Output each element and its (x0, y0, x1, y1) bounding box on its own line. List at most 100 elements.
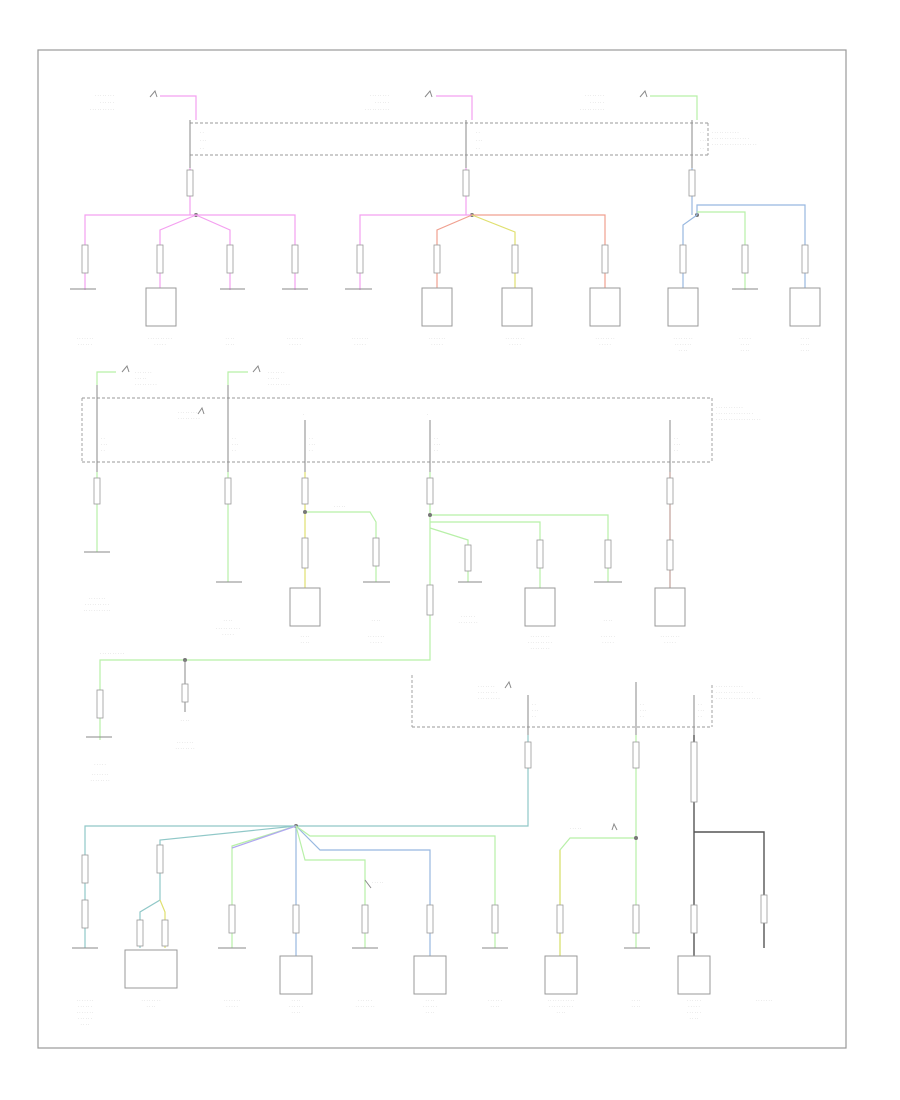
svg-text:· · · · · · · · · · · · · · ·: · · · · · · · · · · · · · · · · · · (716, 417, 761, 422)
svg-text:· · · ·: · · · · (801, 348, 810, 353)
svg-text:· · · · · · · ·: · · · · · · · · (478, 690, 497, 695)
svg-text:· · ·: · · · (532, 708, 538, 713)
svg-text:· · · · ·: · · · · · (268, 376, 279, 381)
feed-green-a: · · · · · · · · · · · · · · · · · · · · … (84, 364, 157, 613)
svg-text:· · · · · · · · · ·: · · · · · · · · · · (549, 1004, 573, 1009)
svg-text:· · ·: · · · (200, 138, 206, 143)
svg-text:· · · · · · · ·: · · · · · · · · (370, 93, 389, 98)
svg-text:· · · · ·: · · · · · (372, 880, 383, 885)
wire-pink (160, 95, 197, 120)
svg-text:· · · ·: · · · · (81, 1022, 90, 1027)
svg-text:· · · · · · · ·: · · · · · · · · (355, 1004, 374, 1009)
svg-text:· · · · ·: · · · · · (135, 376, 146, 381)
svg-text:· · ·: · · · (674, 442, 680, 447)
svg-text:· ·: · · (700, 130, 704, 135)
svg-text:· ·: · · (434, 436, 438, 441)
svg-text:· · · ·: · · · · (147, 1004, 156, 1009)
feed-green-right: · · · · · · · · · · · · · · · · · · · · … (580, 89, 821, 327)
svg-text:· ·: · · (532, 714, 536, 719)
svg-text:· · · · ·: · · · · · (289, 342, 300, 347)
svg-text:· · · · · · ·: · · · · · · · (368, 634, 385, 639)
svg-text:· · · ·: · · · · (226, 336, 235, 341)
svg-text:· ·: · · (200, 146, 204, 151)
svg-text:· · · · · · · · · ·: · · · · · · · · · · (148, 336, 172, 341)
svg-text:· · · · · · · ·: · · · · · · · · (505, 336, 524, 341)
svg-text:· · · · · · · · · · ·: · · · · · · · · · · · (84, 608, 111, 613)
svg-text:· · · · · · · · · ·: · · · · · · · · · · (100, 651, 124, 656)
svg-text:· · · ·: · · · · (801, 336, 810, 341)
svg-text:· · · · · · · ·: · · · · · · · · (458, 620, 477, 625)
svg-text:· · · · ·: · · · · · (739, 336, 750, 341)
svg-text:· · · · ·: · · · · · (226, 1004, 237, 1009)
svg-text:· · · · · · · ·: · · · · · · · · (175, 746, 194, 751)
svg-text:· · · · · ·: · · · · · · (78, 1016, 92, 1021)
svg-text:· · · · · · · ·: · · · · · · · · (673, 336, 692, 341)
diagram-frame (37, 49, 847, 1049)
svg-text:· · · · · ·: · · · · · · (78, 1004, 92, 1009)
svg-text:· · · · ·: · · · · · (431, 342, 442, 347)
feed-green-b: · · · · · · · · · · · · · · · · · · · · … (216, 364, 290, 637)
feed-pink-middle: · · · · · · · · · · · · · · · · · · · · … (365, 89, 482, 217)
svg-text:· · · ·: · · · · (679, 348, 688, 353)
svg-text:· · · · · · · ·: · · · · · · · · (530, 646, 549, 651)
svg-text:· · · ·: · · · · (301, 640, 310, 645)
svg-text:· · · · · · · ·: · · · · · · · · (585, 93, 604, 98)
svg-text:· · · · ·: · · · · · (334, 504, 345, 509)
svg-text:· · · · · · · · · ·: · · · · · · · · · · (365, 107, 389, 112)
svg-text:· · · · · · · ·: · · · · · · · · (95, 93, 114, 98)
svg-text:·: · (427, 412, 428, 417)
svg-text:· · · · · · ·: · · · · · · · (675, 342, 692, 347)
svg-text:· · · · · · ·: · · · · · · · (352, 336, 369, 341)
svg-text:· · · · ·: · · · · · (354, 342, 365, 347)
svg-text:· · · · ·: · · · · · (370, 640, 381, 645)
svg-text:· ·: · · (101, 448, 105, 453)
svg-text:· · · · · · · ·: · · · · · · · · (530, 634, 549, 639)
svg-text:· · · · · ·: · · · · · · (423, 1004, 437, 1009)
svg-text:· · · ·: · · · · (604, 618, 613, 623)
fuse-panel-top: · · · · · · · · · · · · · · · · · · · · … (189, 122, 757, 156)
svg-text:· · · · · · · ·: · · · · · · · · (141, 998, 160, 1003)
svg-text:· · · ·: · · · · (801, 342, 810, 347)
svg-text:· · ·: · · · (640, 708, 646, 713)
svg-text:· · · · ·: · · · · · (602, 640, 613, 645)
feed-brown-e: · ·· · ·· · · · · · · · · ·· · · · · (654, 420, 686, 645)
svg-text:· ·: · · (309, 448, 313, 453)
labels-row-top: · · · · · · ·· · · · · · · · · · · · · ·… (77, 336, 810, 353)
svg-text:· · · · ·: · · · · · (664, 640, 675, 645)
svg-text:· ·: · · (698, 702, 702, 707)
svg-text:· · · · · ·: · · · · · · (687, 1010, 701, 1015)
svg-text:· · · · · · · · ·: · · · · · · · · · (478, 696, 500, 701)
svg-text:· ·: · · (309, 436, 313, 441)
svg-text:· · · · · · ·: · · · · · · · (92, 772, 109, 777)
svg-text:· · · ·: · · · · (292, 1010, 301, 1015)
svg-text:· · · · · · · · · ·: · · · · · · · · · · (580, 107, 604, 112)
svg-text:· · ·: · · · (434, 442, 440, 447)
svg-text:· · · · · · · · · · · · · · ·: · · · · · · · · · · · · · · · (716, 690, 753, 695)
svg-text:· · · · ·: · · · · · (570, 826, 581, 831)
svg-text:· · · · · ·: · · · · · · (590, 100, 604, 105)
feed-pink-left: · · · · · · · · · · · · · · · · · · · · … (90, 89, 206, 217)
svg-text:· · · · · · ·: · · · · · · · (268, 370, 285, 375)
svg-text:· · · · · ·: · · · · · · (488, 998, 502, 1003)
svg-text:· · · · · · · · · · ·: · · · · · · · · · · · (712, 130, 739, 135)
feed-green-g: · ·· · ·· · · · · · · (544, 682, 650, 995)
feed-yellow-c: · · ·· · ·· · · · · · · · · · ·· · · · ·… (289, 412, 390, 645)
svg-text:· · · ·: · · · · (426, 1010, 435, 1015)
svg-text:· · · ·: · · · · (224, 618, 233, 623)
feed-green-d: · · ·· · ·· · · · · · · ·· · · · · · · ·… (99, 412, 622, 740)
svg-text:· · · ·: · · · · (292, 998, 301, 1003)
svg-text:· · · · · · ·: · · · · · · · (77, 998, 94, 1003)
svg-text:· · · · · · ·: · · · · · · · (77, 336, 94, 341)
svg-text:· ·: · · (232, 436, 236, 441)
svg-text:· · · · · ·: · · · · · · (687, 998, 701, 1003)
svg-text:· · · · · · ·: · · · · · · · (429, 336, 446, 341)
svg-text:· ·: · · (101, 436, 105, 441)
fuse-panel-middle: · · · · · · · · · · · · · · · · · · · · … (81, 397, 761, 463)
svg-text:· · ·: · · · (476, 138, 482, 143)
svg-text:· · · · · · · · ·: · · · · · · · · · (178, 410, 200, 415)
svg-text:·: · (303, 412, 304, 417)
svg-text:· · · · · ·: · · · · · · (375, 100, 389, 105)
svg-text:· · ·: · · · (309, 442, 315, 447)
svg-text:· · · · · · · · · · · · · · ·: · · · · · · · · · · · · · · · · · · (716, 696, 761, 701)
